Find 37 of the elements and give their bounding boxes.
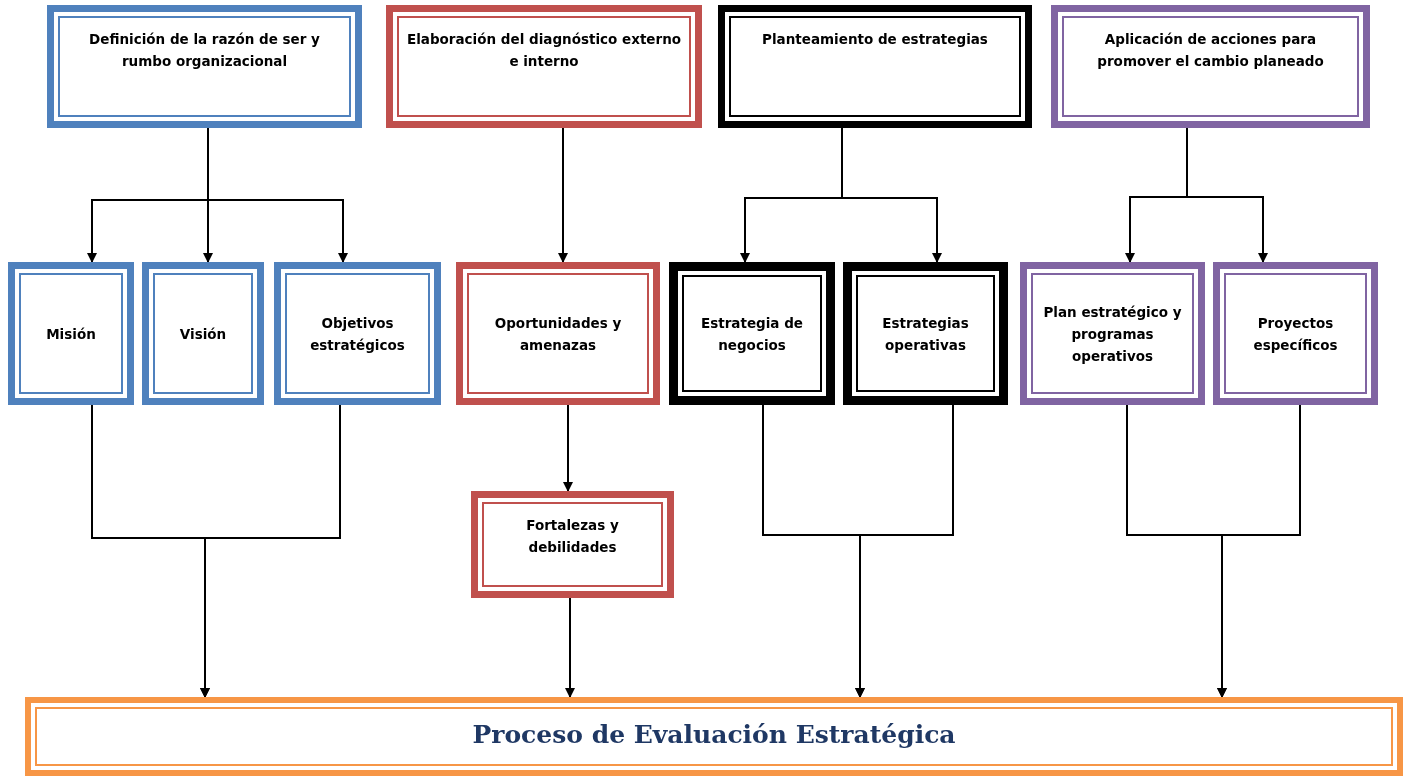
arrow: [855, 404, 954, 698]
arrow: [207, 127, 348, 263]
arrow: [558, 127, 568, 263]
arrow: [200, 404, 341, 698]
arrow: [563, 404, 573, 492]
process-box: [669, 262, 835, 405]
box-label: Definición de la razón de ser y rumbo organizacional: [88, 30, 321, 71]
arrow: [841, 127, 942, 263]
box-label: Estrategias operativas: [881, 313, 970, 355]
box-label: Elaboración del diagnóstico externo e interno: [405, 30, 683, 71]
process-box: [456, 262, 660, 405]
process-box: [1020, 262, 1205, 405]
box-label: Objetivos estratégicos: [309, 313, 406, 355]
process-box: [8, 262, 134, 405]
process-box: [718, 5, 1032, 128]
process-box: [142, 262, 264, 405]
box-label: Plan estratégico y programas operativos: [1042, 302, 1183, 366]
box-label: Visión: [179, 324, 227, 344]
process-box: [1051, 5, 1370, 128]
process-box: [274, 262, 441, 405]
box-label: Proceso de Evaluación Estratégica: [472, 719, 956, 750]
arrow: [565, 597, 575, 698]
arrow: [1217, 404, 1301, 698]
box-label: Misión: [46, 324, 96, 344]
process-box: [386, 5, 702, 128]
process-box: [1213, 262, 1378, 405]
box-label: Fortalezas y debilidades: [525, 516, 620, 557]
box-label: Planteamiento de estrategias: [762, 30, 988, 49]
process-box: [843, 262, 1008, 405]
arrow: [1186, 127, 1268, 263]
box-label: Oportunidades y amenazas: [493, 313, 623, 355]
box-label: Aplicación de acciones para promover el cambio planeado: [1096, 30, 1325, 71]
process-box: [471, 491, 674, 598]
process-box: [47, 5, 362, 128]
title-box: [25, 697, 1403, 776]
box-label: Proyectos específicos: [1252, 313, 1339, 355]
box-label: Estrategia de negocios: [700, 313, 804, 355]
